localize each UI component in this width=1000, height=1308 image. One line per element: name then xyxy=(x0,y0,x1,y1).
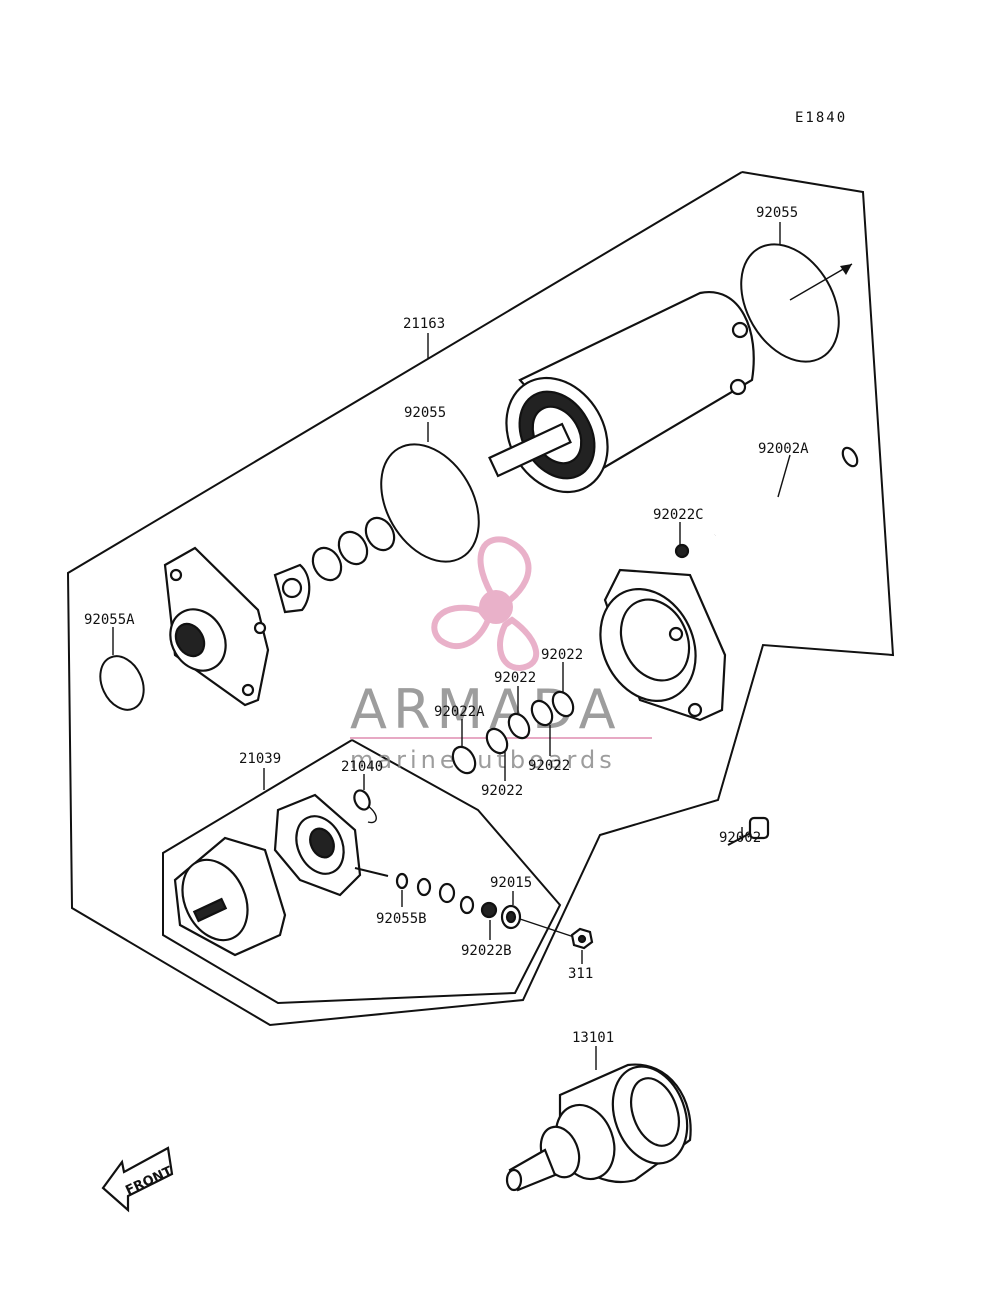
callout-92002: 92002 xyxy=(719,830,761,846)
washer-92022-c xyxy=(507,712,531,740)
callout-92055-mid: 92055 xyxy=(404,405,446,421)
callout-21039: 21039 xyxy=(239,751,281,767)
insulator-1 xyxy=(416,877,432,897)
callout-92022C: 92022C xyxy=(653,507,704,523)
o-ring-middle xyxy=(380,443,480,563)
shaft-clip xyxy=(273,563,311,614)
washer-92022-b xyxy=(530,699,554,727)
nut-92022B xyxy=(480,901,498,919)
o-ring-92055B xyxy=(395,872,409,890)
washer-2 xyxy=(337,530,369,566)
starter-clutch-13101 xyxy=(505,1063,692,1192)
assembly-outline-21163 xyxy=(66,171,895,1027)
collar-92015 xyxy=(500,904,522,930)
watermark-subtitle: marineoutboards xyxy=(350,746,616,774)
callout-92002A: 92002A xyxy=(758,441,809,457)
nut-311 xyxy=(570,927,594,950)
assembly-outline-21039 xyxy=(162,739,562,1005)
terminal-leader xyxy=(519,918,575,938)
o-ring-top xyxy=(740,243,840,363)
bolt-92002 xyxy=(727,816,770,846)
brush-plate xyxy=(273,793,389,897)
nut-92022C xyxy=(674,543,690,559)
washer-small xyxy=(459,895,475,915)
washer-92022-a xyxy=(551,690,575,718)
brush-spring-21040 xyxy=(353,789,377,824)
motor-yoke xyxy=(488,290,755,494)
rear-cover xyxy=(599,568,727,722)
callout-92015: 92015 xyxy=(490,875,532,891)
axis-arrow-line xyxy=(789,263,853,301)
leader-92002-diag xyxy=(717,644,764,801)
callout-92022-c: 92022 xyxy=(528,758,570,774)
callout-92022A: 92022A xyxy=(434,704,485,720)
callout-21163: 21163 xyxy=(403,316,445,332)
washer-1 xyxy=(311,546,343,582)
oil-seal-92055A xyxy=(99,655,145,711)
brush-holder-housing xyxy=(173,836,287,957)
washer-92022-d xyxy=(485,727,509,755)
callout-92055B: 92055B xyxy=(376,911,427,927)
callout-92022-d: 92022 xyxy=(481,783,523,799)
callout-92055A: 92055A xyxy=(84,612,135,628)
callout-92022B: 92022B xyxy=(461,943,512,959)
callout-92055-top: 92055 xyxy=(756,205,798,221)
insulator-2 xyxy=(438,882,456,904)
through-bolt-92002A xyxy=(714,446,859,537)
watermark-propeller-icon xyxy=(431,536,540,672)
diagram-code: E1840 xyxy=(795,110,847,126)
front-arrow-icon: FRONT xyxy=(101,1146,175,1213)
callout-92022-b: 92022 xyxy=(494,670,536,686)
leader-92002A xyxy=(777,454,791,498)
callout-311: 311 xyxy=(568,966,593,982)
washer-3 xyxy=(364,516,396,552)
front-cover xyxy=(163,546,270,707)
callout-13101: 13101 xyxy=(572,1030,614,1046)
callout-21040: 21040 xyxy=(341,759,383,775)
axis-arrowhead xyxy=(840,264,852,275)
callout-92022-a: 92022 xyxy=(541,647,583,663)
watermark-title: ARMADA xyxy=(350,678,622,741)
washer-92022A xyxy=(451,745,477,775)
